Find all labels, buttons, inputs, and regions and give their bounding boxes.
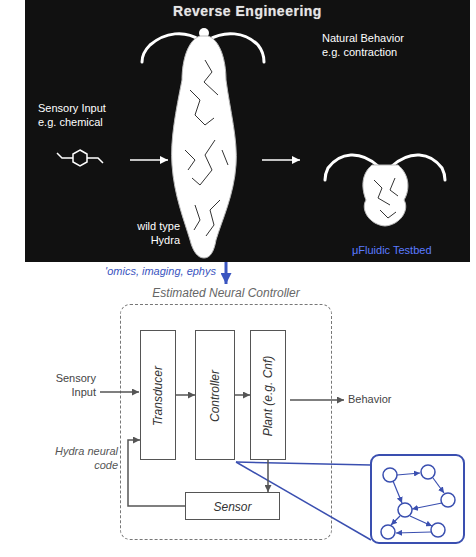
network-links: [391, 473, 444, 533]
annotation: Sensory Input: [38, 372, 96, 400]
box-label: Sensor: [213, 500, 251, 514]
annotation: wild type Hydra: [125, 220, 180, 248]
output-arrow: [290, 399, 344, 401]
process-box: Transducer: [140, 330, 176, 460]
panel-title: Reverse Engineering: [25, 3, 470, 19]
box-label: Controller: [208, 370, 222, 422]
network-inset: [371, 455, 464, 543]
annotation: Sensory Input e.g. chemical: [38, 102, 118, 130]
connector: [176, 394, 195, 396]
annotation: Natural Behavior e.g. contraction: [322, 32, 417, 60]
box-label: Transducer: [151, 366, 165, 426]
edge-label: 'omics, imaging, ephys: [105, 265, 216, 277]
neuron: [381, 465, 455, 539]
annotation: Behavior: [348, 393, 418, 407]
connector: [225, 262, 228, 284]
process-box: Plant (e.g. Cnf): [250, 330, 286, 460]
process-box: Controller: [195, 330, 235, 460]
connector: [235, 394, 250, 396]
box-label: Plant (e.g. Cnf): [261, 356, 275, 437]
connector: [267, 460, 269, 492]
process-box: Sensor: [185, 492, 280, 520]
group-box: Transducer Controller Plant (e.g. Cnf) Sens…: [120, 284, 332, 540]
group-title: Estimated Neural Controller: [120, 286, 332, 300]
annotation: Hydra neural code: [40, 445, 118, 473]
annotation: μFluidic Testbed: [352, 244, 462, 258]
inset-frame: [371, 455, 464, 543]
